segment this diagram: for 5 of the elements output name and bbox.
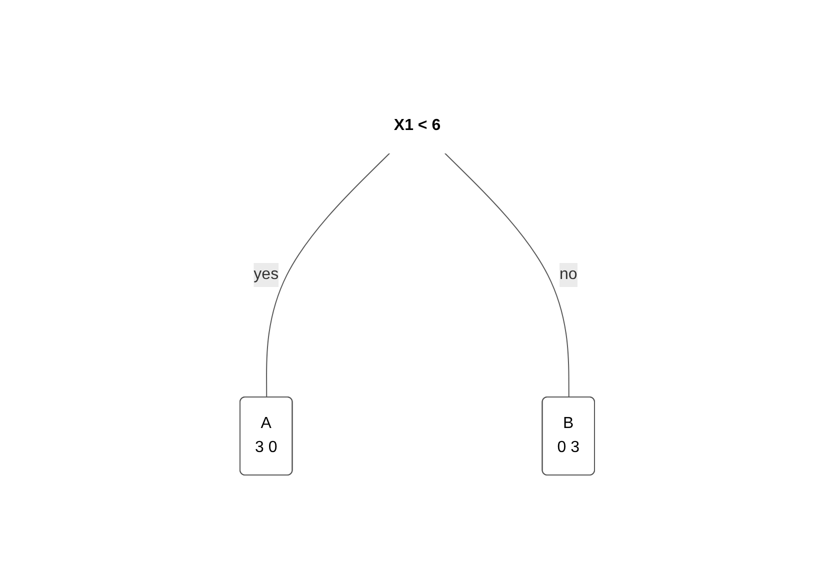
- connector: [266, 152, 390, 398]
- node-text: X1 < 6: [394, 117, 440, 134]
- edge-label: yes: [253, 266, 278, 283]
- connector: [444, 152, 570, 398]
- edge-label: no: [559, 266, 578, 283]
